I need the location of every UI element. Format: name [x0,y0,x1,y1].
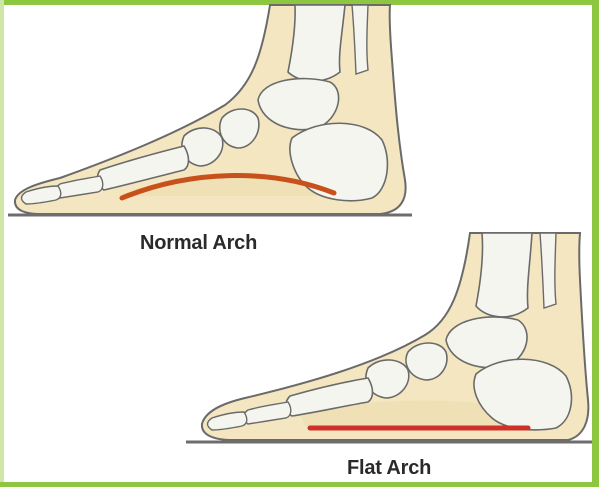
normal-tibia-bone [288,5,345,81]
flat-arch-foot [186,233,592,442]
normal-arch-caption: Normal Arch [140,232,257,255]
frame-left [0,0,4,487]
frame-bottom [0,482,599,487]
frame-right [592,0,599,487]
flat-arch-caption: Flat Arch [347,457,431,480]
flat-tibia-bone [476,233,532,317]
normal-arch-foot [8,5,412,215]
flat-navicular-bone [406,343,447,380]
